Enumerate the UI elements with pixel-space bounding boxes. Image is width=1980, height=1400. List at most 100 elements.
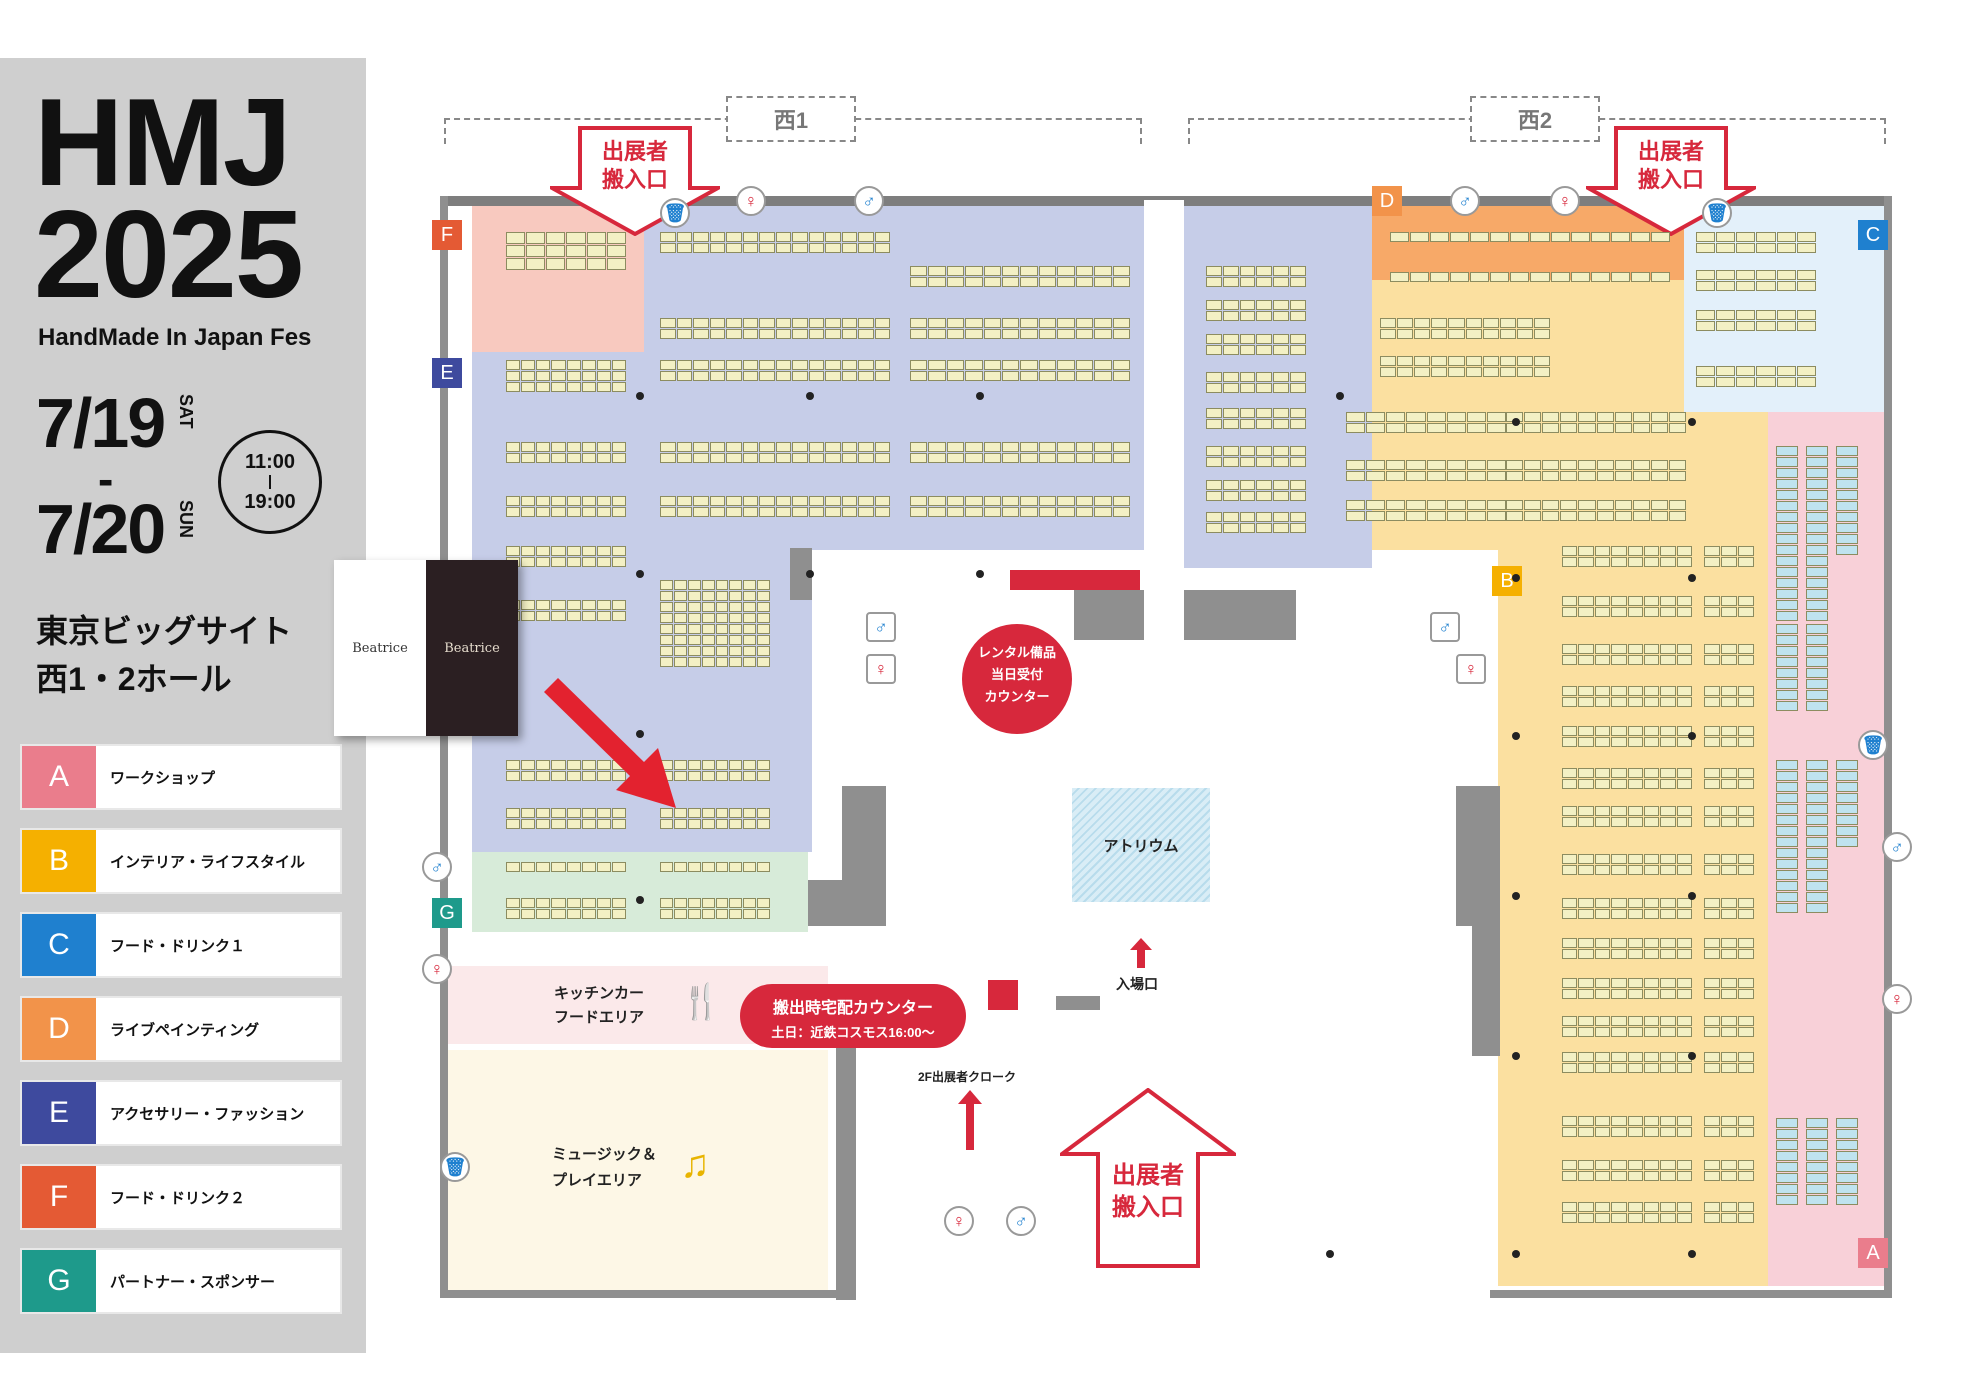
booth-block xyxy=(1806,1118,1828,1205)
booth xyxy=(1406,511,1426,521)
booth xyxy=(858,243,874,253)
booth xyxy=(946,453,965,463)
booth xyxy=(1696,281,1716,291)
booth xyxy=(757,657,770,667)
booth xyxy=(1578,726,1594,736)
booth xyxy=(757,580,770,590)
booth xyxy=(743,613,757,623)
booth xyxy=(1676,898,1692,908)
booth xyxy=(1594,898,1611,908)
booth xyxy=(1660,865,1676,875)
booth xyxy=(1430,232,1450,242)
booth xyxy=(673,771,687,781)
booth xyxy=(1611,644,1627,654)
booth xyxy=(506,546,521,556)
booth xyxy=(1578,779,1594,789)
booth-block xyxy=(1776,446,1798,621)
booth xyxy=(1431,329,1448,339)
booth xyxy=(1562,1016,1578,1026)
booth xyxy=(536,760,551,770)
booth xyxy=(596,819,611,829)
booth xyxy=(1273,383,1290,393)
booth xyxy=(1806,837,1828,847)
booth xyxy=(775,232,791,242)
booth xyxy=(1578,854,1594,864)
booth xyxy=(1562,1027,1578,1037)
booth xyxy=(1836,1129,1858,1139)
booth xyxy=(1738,938,1754,948)
booth xyxy=(521,898,536,908)
booth xyxy=(1643,557,1660,567)
booth xyxy=(1632,511,1650,521)
booth xyxy=(536,557,551,567)
booth xyxy=(1806,892,1828,902)
booth xyxy=(1738,607,1754,617)
booth xyxy=(715,909,729,919)
pillar-dot xyxy=(1688,418,1696,426)
booth xyxy=(841,329,857,339)
booth xyxy=(581,760,596,770)
booth xyxy=(676,329,692,339)
banner-right: Beatrice xyxy=(426,560,518,736)
booth xyxy=(1627,1213,1643,1223)
booth xyxy=(1594,1063,1611,1073)
booth xyxy=(808,453,824,463)
booth xyxy=(1386,511,1406,521)
booth xyxy=(1410,232,1430,242)
booth xyxy=(1738,1052,1754,1062)
booth xyxy=(946,442,965,452)
booth xyxy=(946,318,965,328)
booth xyxy=(1562,737,1578,747)
booth xyxy=(1562,686,1578,696)
booth xyxy=(1650,471,1668,481)
booth xyxy=(1627,865,1643,875)
booth xyxy=(1290,266,1306,276)
booth xyxy=(1486,500,1506,510)
booth xyxy=(1721,938,1737,948)
booth xyxy=(581,600,596,610)
booth xyxy=(521,808,536,818)
booth xyxy=(1660,686,1676,696)
booth xyxy=(1806,1184,1828,1194)
booth xyxy=(581,371,596,381)
booth xyxy=(1578,806,1594,816)
booth xyxy=(1660,1027,1676,1037)
booth xyxy=(521,442,536,452)
booth xyxy=(521,496,536,506)
rental-counter-marker xyxy=(1010,570,1140,590)
booth xyxy=(1112,496,1130,506)
booth xyxy=(611,453,626,463)
booth xyxy=(1222,277,1239,287)
booth xyxy=(1776,690,1798,700)
booth xyxy=(874,243,890,253)
booth xyxy=(1643,768,1660,778)
booth xyxy=(1716,281,1736,291)
booth xyxy=(1776,366,1796,376)
booth xyxy=(551,862,566,872)
booth xyxy=(1776,760,1798,770)
booth xyxy=(1057,453,1075,463)
booth xyxy=(759,232,775,242)
booth xyxy=(1660,806,1676,816)
sponsor-banner[interactable]: Beatrice Beatrice xyxy=(334,560,518,736)
booth xyxy=(1020,329,1038,339)
booth xyxy=(1660,1213,1676,1223)
booth xyxy=(1578,412,1596,422)
booth xyxy=(1668,471,1686,481)
music-note-icon: ♫ xyxy=(680,1142,710,1186)
pillar-dot xyxy=(1688,574,1696,582)
booth xyxy=(1506,511,1524,521)
booth xyxy=(1660,949,1676,959)
booth xyxy=(1594,1116,1611,1126)
booth xyxy=(1611,1171,1627,1181)
atrium: アトリウム xyxy=(1072,788,1210,902)
booth xyxy=(1643,546,1660,556)
booth xyxy=(660,232,676,242)
bottom-wall-left xyxy=(440,1290,840,1298)
pillar-block xyxy=(1074,590,1144,640)
booth xyxy=(1704,938,1720,948)
booth xyxy=(506,808,521,818)
booth xyxy=(726,318,742,328)
booth xyxy=(757,602,770,612)
booth xyxy=(1836,793,1858,803)
